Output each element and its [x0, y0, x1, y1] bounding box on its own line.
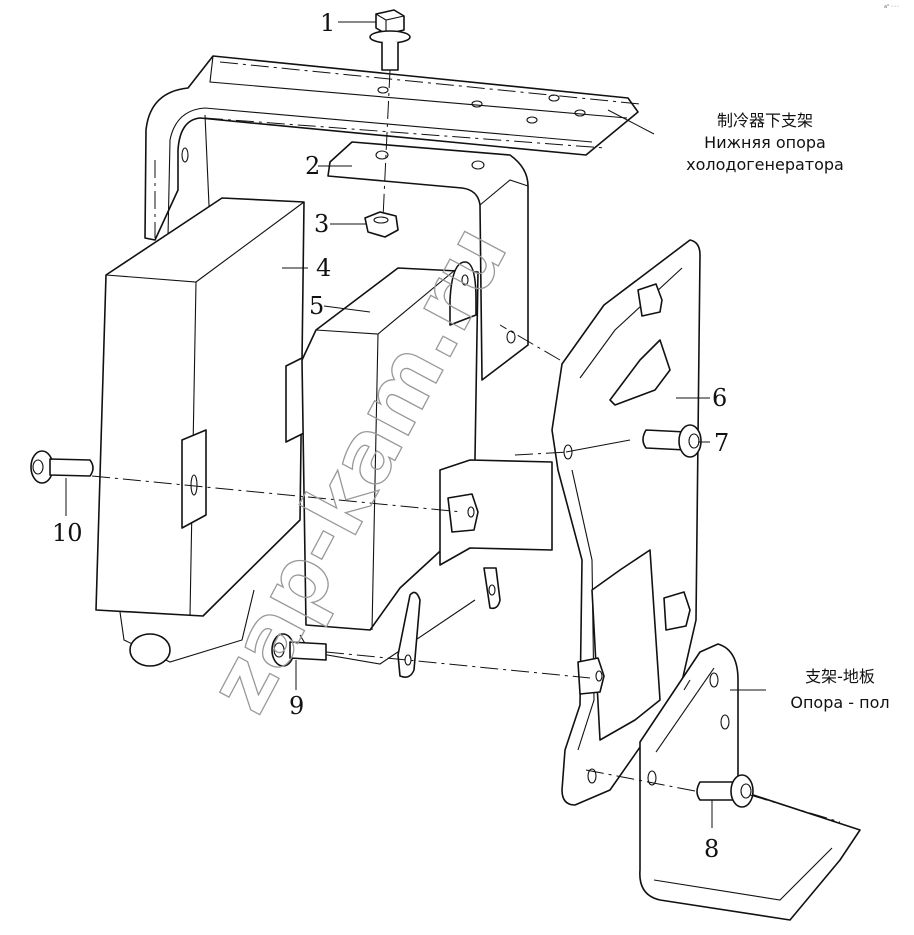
upper-bracket-label-ru-2: холодогенератора [686, 155, 844, 174]
callout-9: 9 [289, 692, 304, 720]
part-10-bolt [30, 450, 94, 484]
callout-4: 4 [316, 254, 331, 282]
leader-lines [65, 21, 766, 828]
corner-mark: a⁰ ◦◦◦ [884, 4, 900, 10]
part-3-nut [364, 211, 399, 238]
assembly-axes [91, 61, 841, 823]
part-9-bolt [271, 633, 327, 667]
callout-1: 1 [320, 9, 335, 37]
callout-3: 3 [314, 210, 329, 238]
floor-bracket [639, 643, 861, 921]
part-6-mounting-plate [447, 239, 701, 806]
part-8-bolt [696, 774, 754, 808]
callout-5: 5 [309, 292, 324, 320]
callout-8: 8 [704, 835, 719, 863]
callout-10: 10 [52, 519, 83, 547]
part-1-bolt [369, 9, 411, 71]
upper-bracket-label-cn: 制冷器下支架 [717, 111, 813, 130]
callout-7: 7 [714, 429, 729, 457]
floor-bracket-label-cn: 支架-地板 [805, 667, 875, 686]
upper-bracket-label-ru-1: Нижняя опора [704, 133, 826, 152]
part-7-bolt [642, 424, 702, 458]
part-4-control-box [95, 197, 307, 667]
floor-bracket-label-ru: Опора - пол [790, 693, 889, 712]
callout-6: 6 [712, 384, 727, 412]
callout-2: 2 [305, 152, 320, 180]
part-5-unit [299, 261, 553, 678]
